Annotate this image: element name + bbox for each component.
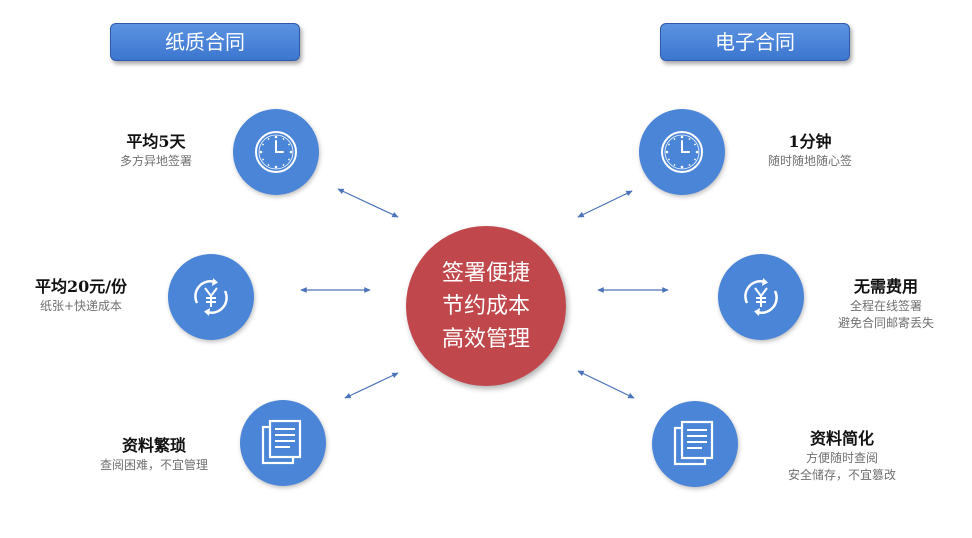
right-item-2-subtitle-2: 避免合同邮寄丢失 [837, 316, 934, 330]
left-clock-circle [233, 109, 319, 195]
arrow-left-bottom [344, 372, 399, 399]
right-item-2-label: 无需费用 全程在线签署 避免合同邮寄丢失 [806, 276, 966, 332]
left-document-circle [240, 400, 326, 486]
left-item-1-subtitle: 多方异地签署 [119, 154, 192, 168]
document-icon [673, 420, 714, 466]
right-item-1-label: 1分钟 随时随地随心签 [730, 131, 890, 170]
right-item-3-title: 资料简化 [809, 429, 874, 448]
right-item-3-subtitle-2: 安全储存，不宜篡改 [787, 468, 896, 482]
right-item-2-title: 无需费用 [853, 277, 918, 296]
left-item-1-title: 平均5天 [126, 132, 186, 151]
right-item-1-subtitle: 随时随地随心签 [767, 154, 852, 168]
right-clock-circle [639, 109, 725, 195]
arrow-right-bottom [577, 370, 635, 399]
left-item-3-title: 资料繁琐 [121, 436, 186, 455]
yen-cycle-icon [194, 278, 228, 316]
right-item-2-subtitle-1: 全程在线签署 [849, 299, 922, 313]
electronic-contract-header: 电子合同 [660, 23, 850, 61]
arrow-left-top [337, 188, 399, 218]
center-line-2: 节约成本 [441, 293, 530, 319]
center-line-1: 签署便捷 [441, 260, 530, 286]
clock-icon [255, 131, 297, 173]
right-yen-circle [718, 254, 804, 340]
right-document-circle [652, 401, 738, 487]
left-item-2-subtitle: 纸张+快递成本 [39, 299, 123, 313]
center-benefits-circle: 签署便捷 节约成本 高效管理 [406, 226, 566, 386]
center-line-3: 高效管理 [441, 326, 530, 352]
clock-icon [661, 131, 703, 173]
left-item-3-label: 资料繁琐 查阅困难，不宜管理 [74, 435, 234, 474]
yen-cycle-icon [744, 278, 778, 316]
document-icon [261, 419, 302, 465]
right-item-3-subtitle-1: 方便随时查阅 [805, 451, 878, 465]
left-item-2-title: 平均20元/份 [34, 277, 128, 296]
left-item-3-subtitle: 查阅困难，不宜管理 [99, 458, 208, 472]
left-item-1-label: 平均5天 多方异地签署 [76, 131, 236, 170]
paper-contract-header: 纸质合同 [110, 23, 300, 61]
right-item-1-title: 1分钟 [788, 132, 832, 151]
arrow-right-top [577, 190, 633, 218]
left-yen-circle [168, 254, 254, 340]
left-item-2-label: 平均20元/份 纸张+快递成本 [0, 276, 162, 315]
right-item-3-label: 资料简化 方便随时查阅 安全储存，不宜篡改 [762, 428, 922, 484]
